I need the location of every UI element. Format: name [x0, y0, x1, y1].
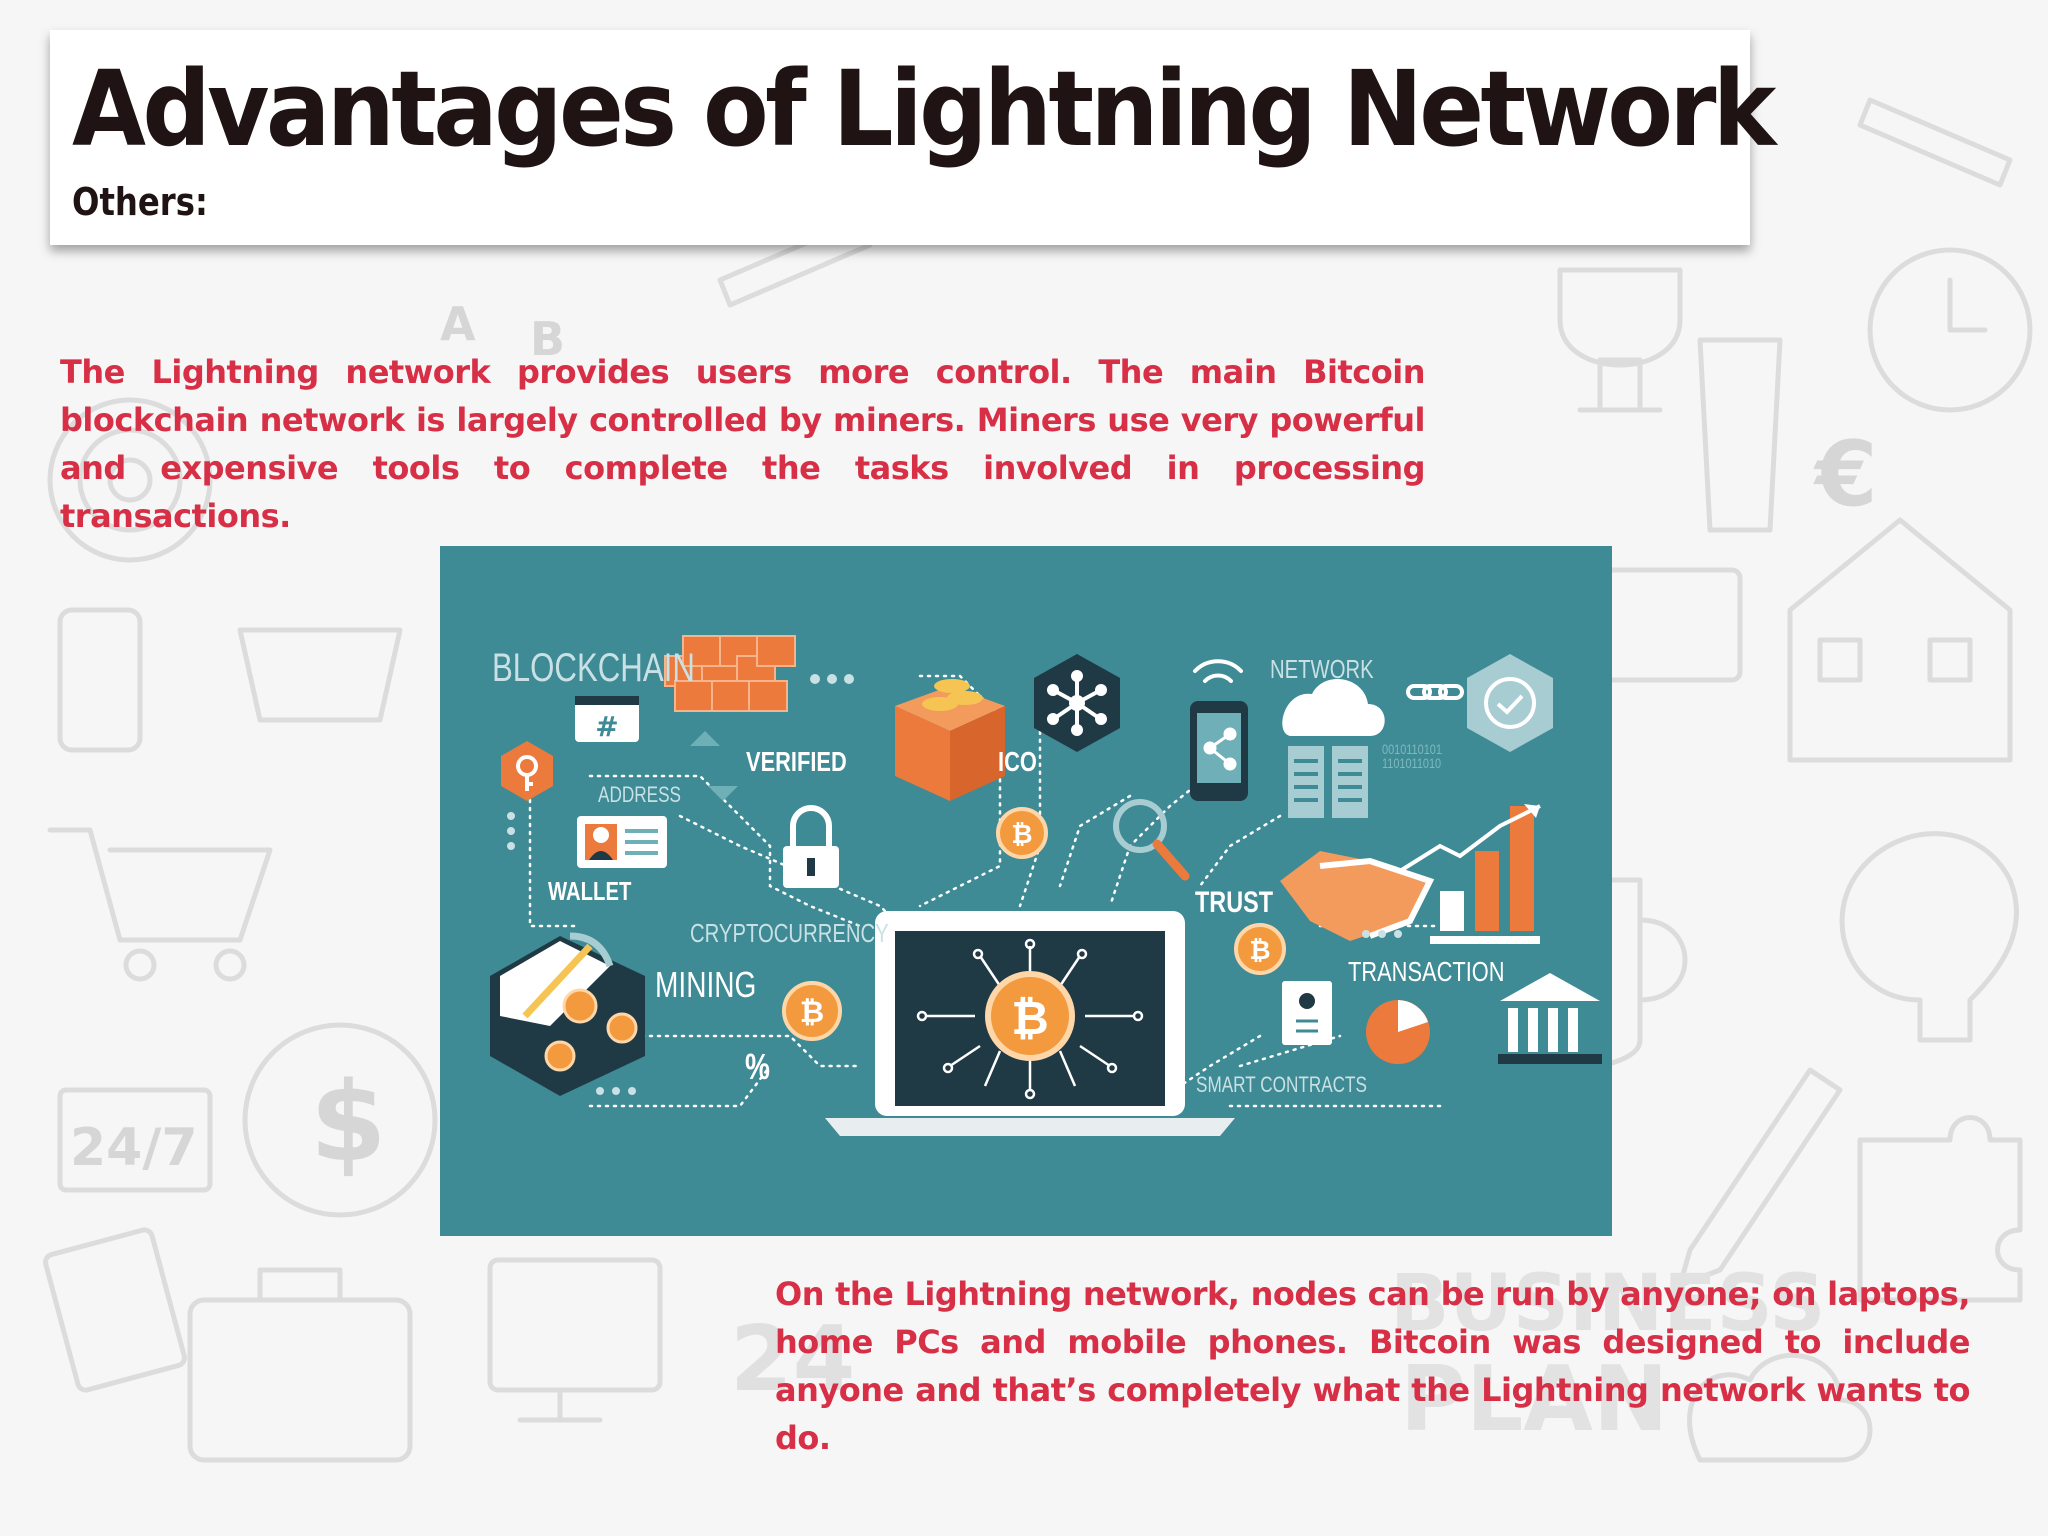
- growth-chart-icon: [1398, 804, 1541, 944]
- box-of-coins-icon: [895, 679, 1005, 801]
- target-doodle-icon: [47, 397, 213, 563]
- doodle-text-business: BUSINESS: [1390, 1259, 1825, 1349]
- cup-doodle-icon: [1697, 337, 1783, 533]
- money-bag-doodle-icon: [242, 1022, 438, 1218]
- slide-title: Advantages of Lightning Network: [72, 48, 1776, 170]
- doodle-text-dollar: $: [310, 1058, 387, 1186]
- svg-text:₿: ₿: [1011, 991, 1049, 1045]
- pencil-doodle-icon: [1677, 1067, 1843, 1288]
- paragraph-control: The Lightning network provides users mor…: [60, 353, 1426, 535]
- pickaxe-icon: [490, 932, 645, 1096]
- chart-monitor-doodle-icon: [1597, 567, 1743, 683]
- puzzle-doodle-icon: [1857, 1115, 2023, 1303]
- doodle-text-a: A: [440, 297, 476, 351]
- bank-icon: [1498, 973, 1602, 1064]
- pie-chart-icon: [1366, 1000, 1430, 1064]
- cubes-icon: [664, 635, 796, 712]
- contract-icon: [1282, 981, 1332, 1045]
- label-trust: TRUST: [1195, 886, 1273, 919]
- sign-doodle-icon: [57, 1087, 213, 1193]
- basket-doodle-icon: [237, 627, 403, 723]
- handshake-icon: [1280, 851, 1435, 941]
- id-card-icon: [577, 816, 667, 868]
- doodle-text-plan: PLAN: [1400, 1347, 1668, 1452]
- slide-subtitle: Others:: [72, 180, 208, 224]
- magnifier-icon: [1113, 799, 1190, 881]
- label-blockchain: BLOCKCHAIN: [492, 646, 695, 690]
- bitcoin-coin-icon: ₿ ₿ ₿: [782, 807, 1286, 1041]
- lightbulb-doodle-icon: [1839, 831, 2019, 1043]
- dots-icon: [810, 674, 854, 684]
- pencil-doodle-icon-2: [1857, 97, 2013, 188]
- label-cryptocurrency: CRYPTOCURRENCY: [690, 918, 889, 948]
- label-network: NETWORK: [1270, 654, 1374, 684]
- phone-doodle-icon: [57, 607, 143, 753]
- hash-document-icon: #: [575, 696, 639, 743]
- padlock-icon: [783, 805, 839, 888]
- svg-text:#: #: [595, 710, 618, 743]
- label-wallet: WALLET: [548, 876, 632, 906]
- svg-text:₿: ₿: [800, 995, 824, 1030]
- chain-link-icon: [1406, 684, 1464, 700]
- label-address: ADDRESS: [598, 782, 681, 807]
- clock-icon: [1467, 654, 1553, 752]
- briefcase-doodle-icon: [187, 1297, 413, 1463]
- cloud-upload-doodle-icon: [1687, 1352, 1873, 1463]
- label-ico: ICO: [998, 746, 1037, 777]
- money-doodle-icon: [43, 1227, 187, 1393]
- cloud-server-icon: [1282, 679, 1385, 818]
- trophy-doodle-icon: [1557, 267, 1683, 413]
- monitor-doodle-icon: [487, 1257, 663, 1393]
- key-icon: [501, 741, 553, 801]
- verified-arrows-icon: [690, 731, 738, 801]
- house-doodle-icon: [1787, 517, 2013, 763]
- wifi-icon: [1193, 659, 1243, 683]
- label-mining: MINING: [655, 964, 757, 1005]
- network-hub-icon: [1034, 654, 1120, 752]
- illustration-graphic: ₿ #: [490, 635, 1602, 1136]
- label-binary: 0010110101 1101011010: [1382, 741, 1442, 771]
- doodle-text-24: 24: [730, 1307, 855, 1412]
- smartphone-share-icon: [1190, 701, 1248, 801]
- label-smart-contracts: SMART CONTRACTS: [1196, 1072, 1367, 1097]
- label-transaction: TRANSACTION: [1348, 956, 1505, 987]
- svg-text:₿: ₿: [1249, 936, 1270, 966]
- title-card: Advantages of Lightning Network Others:: [50, 30, 1776, 245]
- label-percent: %: [745, 1046, 770, 1087]
- svg-text:₿: ₿: [1011, 820, 1032, 850]
- label-verified: VERIFIED: [746, 746, 847, 777]
- doodle-text-euro: €: [1813, 422, 1878, 527]
- doodle-text-247: 24/7: [70, 1118, 198, 1178]
- shopping-cart-doodle-icon: [47, 827, 273, 943]
- laptop-bitcoin-icon: ₿: [825, 911, 1235, 1136]
- doodle-text-b: B: [530, 312, 565, 366]
- clock-doodle-icon: [1867, 247, 2033, 413]
- blockchain-illustration: ₿ #: [440, 546, 1612, 1236]
- paragraph-nodes: On the Lightning network, nodes can be r…: [775, 1275, 1971, 1457]
